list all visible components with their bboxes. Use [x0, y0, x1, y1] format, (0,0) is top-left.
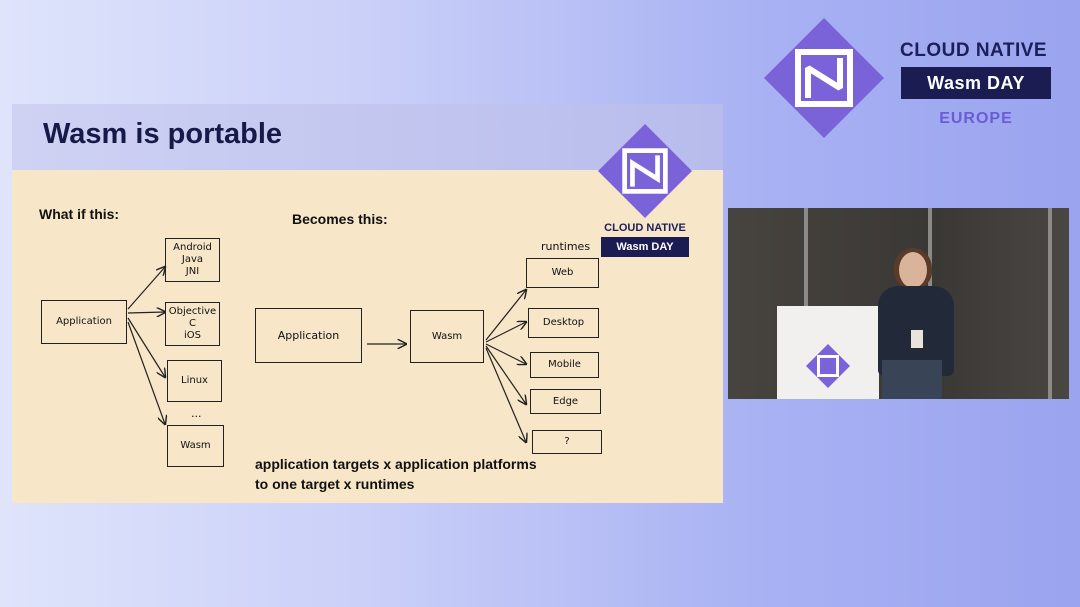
speaker-badge: [911, 330, 923, 348]
stage-pole: [1048, 208, 1052, 399]
left-heading: What if this:: [39, 206, 120, 222]
runtime-unknown-box: ?: [532, 430, 602, 454]
runtime-web-box: Web: [526, 258, 599, 288]
runtime-desktop-box: Desktop: [528, 308, 599, 338]
diagram-arrows: [127, 104, 723, 503]
right-heading: Becomes this:: [292, 211, 388, 227]
slide-title-bar: [12, 104, 723, 170]
event-location: EUROPE: [939, 110, 1013, 127]
slide-logo-line2: Wasm DAY: [601, 237, 689, 257]
right-application-box: Application: [255, 308, 362, 363]
target-wasm-box: Wasm: [167, 425, 224, 467]
slide-logo-icon: [598, 124, 692, 218]
runtime-mobile-box: Mobile: [530, 352, 599, 378]
slide-caption: application targets x application platfo…: [255, 454, 537, 494]
event-name-line1: CLOUD NATIVE: [900, 40, 1048, 61]
caption-line1: application targets x application platfo…: [255, 456, 537, 472]
presentation-slide: Wasm is portable CLOUD NATIVE Wasm DAY W…: [12, 104, 723, 503]
left-application-box: Application: [41, 300, 127, 344]
stage-pole: [804, 208, 808, 399]
speaker-head: [899, 252, 927, 288]
speaker-legs: [882, 360, 942, 399]
speaker-video-feed: [728, 208, 1069, 399]
slide-logo-line1: CLOUD NATIVE: [604, 222, 686, 234]
runtimes-label: runtimes: [541, 240, 591, 253]
target-linux-box: Linux: [167, 360, 222, 402]
wasm-box: Wasm: [410, 310, 484, 363]
runtime-edge-box: Edge: [530, 389, 601, 414]
target-ios-box: Objective C iOS: [165, 302, 220, 346]
event-branding: CLOUD NATIVE Wasm DAY EUROPE: [764, 18, 1064, 138]
event-name-line2: Wasm DAY: [901, 67, 1051, 99]
target-ellipsis: ...: [191, 407, 202, 420]
target-android-box: Android Java JNI: [165, 238, 220, 282]
cloud-native-logo-icon: [764, 18, 884, 138]
slide-title: Wasm is portable: [43, 118, 283, 150]
podium-logo-icon: [806, 344, 850, 388]
caption-line2: to one target x runtimes: [255, 476, 415, 492]
